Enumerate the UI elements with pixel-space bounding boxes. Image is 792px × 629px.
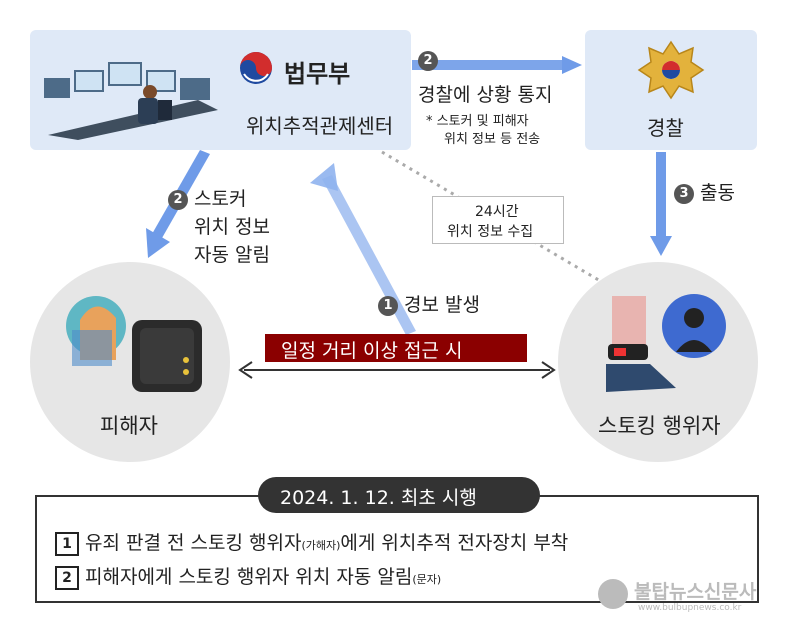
alarm-label-wrap: 1 경보 발생 (378, 290, 480, 317)
collect-dotted-line (381, 150, 603, 284)
dispatch-arrow (650, 152, 672, 256)
ministry-logo-icon (240, 52, 272, 84)
watermark-logo-icon (598, 579, 628, 609)
victim-label: 피해자 (100, 414, 158, 438)
notify-note-line1: * 스토커 및 피해자 (426, 114, 529, 129)
collect-label-box: 24시간 위치 정보 수집 (432, 196, 564, 244)
approach-double-arrow (238, 361, 556, 379)
offender-illustration (606, 294, 726, 392)
alarm-arrow (310, 163, 416, 335)
watermark-name: 불탑뉴스신문사 (634, 581, 757, 603)
auto-notify-line2: 위치 정보 (194, 216, 270, 238)
auto-notify-line3: 자동 알림 (194, 244, 270, 266)
notify-note-line2: 위치 정보 등 전송 (444, 132, 541, 147)
auto-notify-number: 2 (168, 189, 188, 210)
collect-line1: 24시간 (475, 204, 519, 220)
offender-label: 스토킹 행위자 (598, 414, 721, 438)
control-room-illustration (44, 62, 218, 140)
alarm-label: 경보 발생 (404, 294, 481, 316)
approach-banner: 일정 거리 이상 접근 시 (265, 334, 527, 362)
dispatch-label: 출동 (700, 182, 736, 204)
notice-item-1-number: 1 (55, 531, 79, 556)
police-box: 경찰 (585, 30, 757, 150)
notice-item-2-number: 2 (55, 565, 79, 590)
center-name: 위치추적관제센터 (246, 114, 394, 138)
notify-arrow (412, 56, 582, 74)
notice-box (35, 495, 759, 603)
watermark-url: www.bulbupnews.co.kr (638, 603, 742, 613)
approach-label: 일정 거리 이상 접근 시 (281, 340, 463, 362)
alarm-number: 1 (378, 295, 398, 316)
dispatch-label-wrap: 3 출동 (674, 178, 735, 205)
monitoring-center-box: 법무부 위치추적관제센터 (30, 30, 411, 150)
notice-title-pill: 2024. 1. 12. 최초 시행 (258, 477, 540, 513)
collect-line2: 위치 정보 수집 (447, 224, 534, 240)
notify-title: 경찰에 상황 통지 (418, 84, 553, 106)
victim-illustration (66, 296, 202, 392)
ministry-name: 법무부 (284, 60, 351, 88)
police-name: 경찰 (647, 116, 684, 140)
notice-title: 2024. 1. 12. 최초 시행 (280, 487, 477, 509)
dispatch-number: 3 (674, 183, 694, 204)
watermark: 불탑뉴스신문사 www.bulbupnews.co.kr (598, 575, 788, 619)
offender-circle (558, 262, 758, 462)
notify-number: 2 (418, 50, 438, 71)
auto-notify-line1: 2 스토커 (168, 184, 247, 211)
police-emblem-icon (637, 40, 705, 100)
